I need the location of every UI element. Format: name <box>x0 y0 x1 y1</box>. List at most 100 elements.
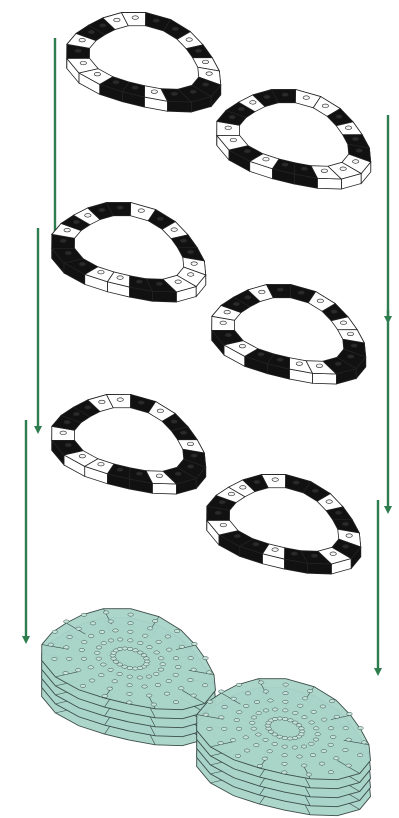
brick-stud <box>151 90 157 94</box>
assembled-stud <box>96 646 102 649</box>
assembled-stud <box>142 634 148 637</box>
assembled-stud <box>221 727 227 730</box>
assembled-stud <box>272 708 278 711</box>
brick-stud <box>180 431 186 435</box>
assembled-stud <box>146 675 152 678</box>
brick-stud <box>171 420 177 424</box>
brick-side <box>317 178 341 189</box>
assembled-stud <box>137 676 143 679</box>
brick-stud <box>277 358 283 362</box>
arrow-group <box>26 38 388 672</box>
assembled-stud <box>179 645 185 648</box>
brick-stud <box>202 83 208 87</box>
brick-stud <box>335 511 341 515</box>
brick-stud <box>326 500 332 504</box>
assembled-stud <box>203 657 209 660</box>
assembled-stud <box>52 657 58 660</box>
brick-stud <box>303 96 309 100</box>
assembled-stud <box>243 704 249 707</box>
brick-stud <box>64 420 70 424</box>
brick-stud <box>153 19 159 23</box>
brick-stud <box>195 49 201 53</box>
assembled-stud <box>361 741 367 744</box>
brick-stud <box>132 16 138 20</box>
assembled-stud <box>309 721 315 724</box>
assembled-stud <box>236 683 242 686</box>
assembled-stud <box>192 642 198 645</box>
assembled-stud <box>346 764 352 767</box>
brick-stud <box>60 239 66 243</box>
assembled-stud <box>99 630 105 633</box>
brick-stud <box>85 214 91 218</box>
assembled-stud <box>330 735 336 738</box>
brick-stud <box>191 262 197 266</box>
assembled-stud <box>174 630 180 633</box>
brick-stud <box>342 545 348 549</box>
assembled-stud <box>282 754 288 757</box>
assembled-stud <box>283 700 289 703</box>
brick-side <box>312 373 336 384</box>
brick-stud <box>258 352 264 356</box>
brick-stud <box>277 288 283 292</box>
assembled-stud <box>108 620 114 623</box>
assembled-stud <box>158 668 164 671</box>
brick-stud <box>186 38 192 42</box>
brick-side <box>307 563 331 574</box>
brick-stud <box>238 107 244 111</box>
assembled-stud <box>122 647 128 650</box>
brick-stud <box>79 38 85 42</box>
brick-stud <box>156 474 162 478</box>
brick-stud <box>225 333 231 337</box>
brick-stud <box>85 406 91 410</box>
brick-stud <box>156 282 162 286</box>
assembled-stud <box>52 630 58 633</box>
brick-stud <box>233 302 239 306</box>
brick-stud <box>65 443 71 447</box>
assembled-stud <box>103 611 109 614</box>
assembled-stud <box>63 671 69 674</box>
assembled-stud <box>64 620 70 623</box>
assembled-stud <box>108 639 114 642</box>
assembled-stud <box>81 657 87 660</box>
assembled-stud <box>144 663 150 666</box>
assembled-stud <box>207 727 213 730</box>
assembled-stud <box>263 738 269 741</box>
assembled-stud <box>218 716 224 719</box>
assembled-stud <box>334 715 340 718</box>
assembled-stud <box>147 646 153 649</box>
brick-stud <box>64 228 70 232</box>
assembled-stud <box>346 738 352 741</box>
brick-stud <box>99 208 105 212</box>
assembled-stud <box>277 717 283 720</box>
assembled-stud <box>236 711 242 714</box>
assembled-stud <box>117 672 123 675</box>
assembled-stud <box>127 639 133 642</box>
brick-stud <box>263 157 269 161</box>
brick-stud <box>191 454 197 458</box>
brick-stud <box>345 126 351 130</box>
brick-stud <box>342 522 348 526</box>
assembled-stud <box>202 684 208 687</box>
assembled-stud <box>79 648 85 651</box>
brick-stud <box>230 138 236 142</box>
assembled-stud <box>256 733 262 736</box>
brick-stud <box>322 104 328 108</box>
assembled-stud <box>321 718 327 721</box>
ring-layer-1-3 <box>52 395 206 495</box>
brick-stud <box>220 523 226 527</box>
assembled-stud <box>244 749 250 752</box>
assembled-stud <box>81 641 87 644</box>
brick-stud <box>157 409 163 413</box>
assembled-stud <box>165 635 171 638</box>
brick-side <box>152 483 176 494</box>
brick-stud <box>88 30 94 34</box>
assembled-stud <box>358 727 364 730</box>
brick-stud <box>215 511 221 515</box>
brick-stud <box>136 280 142 284</box>
assembled-stud <box>128 613 134 616</box>
assembled-stud <box>319 762 325 765</box>
brick-stud <box>331 310 337 314</box>
brick-stud <box>301 167 307 171</box>
assembled-stud <box>133 649 139 652</box>
